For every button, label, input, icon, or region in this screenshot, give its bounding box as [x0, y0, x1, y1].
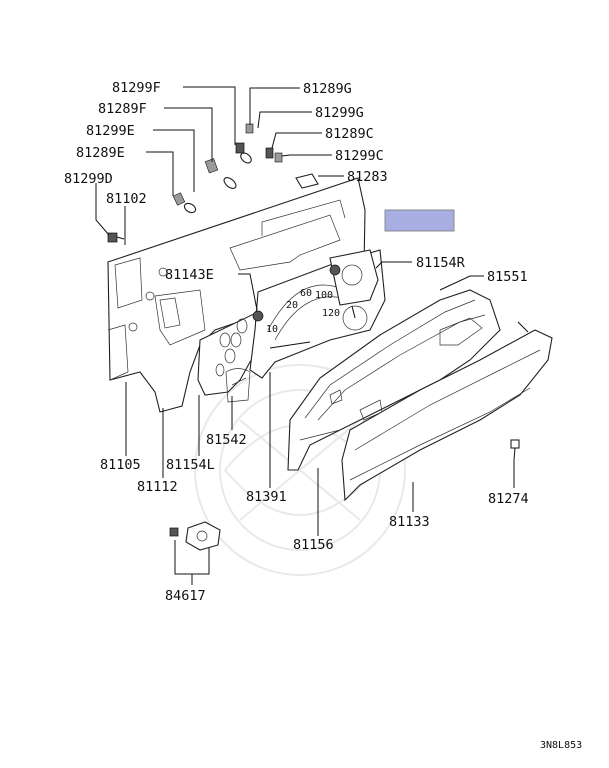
diagram-ref-code: 3N8L853 — [540, 740, 582, 751]
label-81289F: 81289F — [98, 101, 147, 117]
bulbs-and-sockets — [107, 123, 520, 551]
glass-cover-81133 — [341, 321, 553, 502]
label-81105: 81105 — [100, 457, 141, 473]
label-81391: 81391 — [246, 489, 287, 505]
label-81143E: 81143E — [165, 267, 214, 283]
label-81299C: 81299C — [335, 148, 384, 164]
bracket-84617 — [169, 521, 221, 551]
svg-text:60: 60 — [300, 288, 312, 299]
label-81156: 81156 — [293, 537, 334, 553]
screw-81299D — [107, 232, 125, 243]
right-panel-81154R — [329, 249, 379, 306]
label-81112: 81112 — [137, 479, 178, 495]
clip-81283 — [295, 173, 319, 189]
socket-81299E — [204, 158, 237, 189]
svg-text:20: 20 — [286, 300, 298, 311]
label-81274: 81274 — [488, 491, 529, 507]
socket-81143E — [252, 264, 341, 322]
label-81154R: 81154R — [416, 255, 466, 271]
label-81299G: 81299G — [315, 105, 364, 121]
rear-case-81105 — [107, 177, 366, 413]
label-81551: 81551 — [487, 269, 528, 285]
front-frame-81156 — [287, 289, 501, 471]
socket-81299F — [235, 142, 252, 164]
label-84617: 84617 — [165, 588, 206, 604]
bulb-81289E — [172, 192, 197, 214]
socket-81299C — [274, 152, 283, 163]
bulb-81289C — [265, 147, 274, 159]
label-81299D: 81299D — [64, 171, 113, 187]
leader-lines — [95, 86, 515, 585]
bulb-81289G — [245, 123, 254, 134]
label-81133: 81133 — [389, 514, 430, 530]
label-81154L: 81154L — [166, 457, 215, 473]
label-81289E: 81289E — [76, 145, 125, 161]
label-81283: 81283 — [347, 169, 388, 185]
highlight-box — [384, 209, 455, 232]
label-81289G: 81289G — [303, 81, 352, 97]
label-81299F: 81299F — [112, 80, 161, 96]
svg-text:120: 120 — [322, 308, 340, 319]
screw-81274 — [510, 439, 520, 461]
label-81299E: 81299E — [86, 123, 135, 139]
part-labels: 81299F 81289F 81299E 81289E 81299D 81102… — [64, 80, 582, 751]
svg-text:100: 100 — [315, 290, 333, 301]
label-81289C: 81289C — [325, 126, 374, 142]
label-81542: 81542 — [206, 432, 247, 448]
svg-text:10: 10 — [266, 324, 278, 335]
label-81102: 81102 — [106, 191, 147, 207]
